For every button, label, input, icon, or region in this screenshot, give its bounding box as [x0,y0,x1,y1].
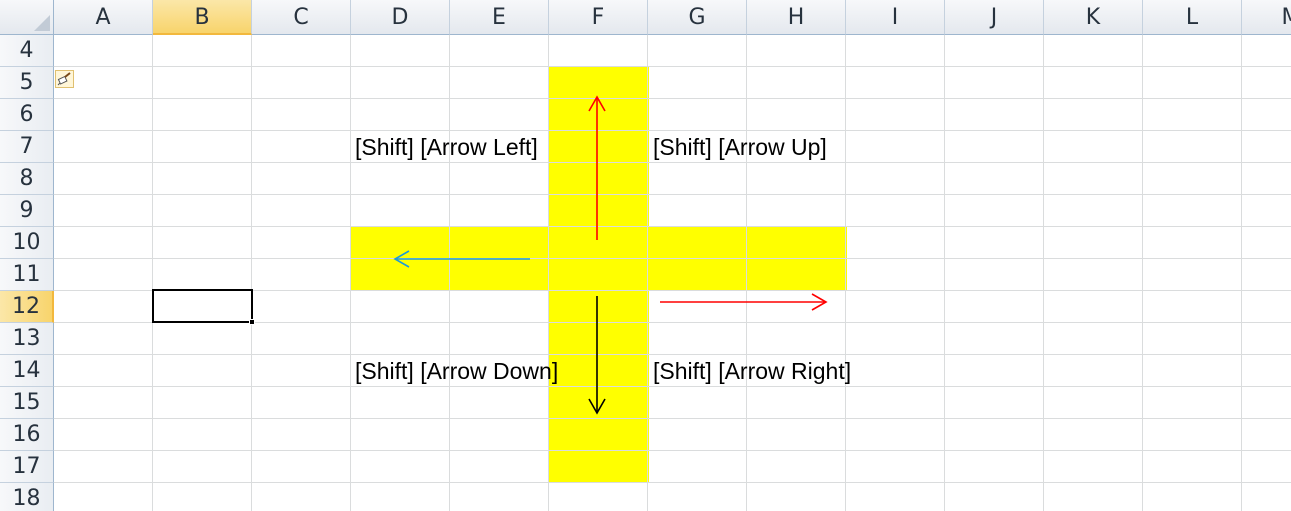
gridline-horizontal [54,322,1291,323]
column-header-g[interactable]: G [648,0,747,35]
gridline-horizontal [54,386,1291,387]
gridline-vertical [152,35,153,511]
gridline-vertical [350,35,351,511]
row-header-10[interactable]: 10 [0,227,54,259]
gridline-horizontal [54,450,1291,451]
column-header-m[interactable]: M [1242,0,1291,35]
row-header-17[interactable]: 17 [0,451,54,483]
column-header-a[interactable]: A [54,0,153,35]
column-header-e[interactable]: E [450,0,549,35]
row-header-6[interactable]: 6 [0,99,54,131]
gridline-horizontal [54,226,1291,227]
gridline-vertical [1142,35,1143,511]
gridline-vertical [1043,35,1044,511]
arrow-left-icon [393,250,530,268]
gridline-horizontal [54,418,1291,419]
row-header-4[interactable]: 4 [0,35,54,67]
label-shift-arrow-left: [Shift] [Arrow Left] [355,134,538,160]
column-header-i[interactable]: I [846,0,945,35]
row-header-18[interactable]: 18 [0,483,54,511]
gridline-horizontal [54,482,1291,483]
gridline-vertical [944,35,945,511]
row-header-11[interactable]: 11 [0,259,54,291]
select-all-button[interactable] [0,0,54,35]
gridline-horizontal [54,162,1291,163]
row-header-8[interactable]: 8 [0,163,54,195]
gridline-horizontal [54,194,1291,195]
active-cell-b12[interactable] [152,289,253,323]
paste-options-icon[interactable] [55,70,74,88]
gridline-horizontal [54,66,1291,67]
column-header-c[interactable]: C [252,0,351,35]
arrow-right-icon [660,293,828,311]
gridline-vertical [647,35,648,511]
column-header-h[interactable]: H [747,0,846,35]
row-header-16[interactable]: 16 [0,419,54,451]
gridline-horizontal [54,290,1291,291]
gridline-horizontal [54,258,1291,259]
gridline-vertical [449,35,450,511]
column-header-j[interactable]: J [945,0,1044,35]
column-header-b[interactable]: B [153,0,252,35]
fill-handle[interactable] [249,319,255,325]
label-shift-arrow-up: [Shift] [Arrow Up] [653,134,827,160]
row-header-13[interactable]: 13 [0,323,54,355]
column-header-l[interactable]: L [1143,0,1242,35]
gridline-vertical [845,35,846,511]
row-header-14[interactable]: 14 [0,355,54,387]
paintbrush-icon [57,72,71,86]
row-header-9[interactable]: 9 [0,195,54,227]
gridline-vertical [251,35,252,511]
row-header-12[interactable]: 12 [0,291,54,323]
column-header-k[interactable]: K [1044,0,1143,35]
row-header-15[interactable]: 15 [0,387,54,419]
row-header-5[interactable]: 5 [0,67,54,99]
select-all-triangle-icon [34,15,50,31]
gridline-horizontal [54,130,1291,131]
column-header-d[interactable]: D [351,0,450,35]
label-shift-arrow-down: [Shift] [Arrow Down] [355,358,559,384]
arrow-down-icon [588,296,606,415]
gridline-vertical [548,35,549,511]
gridline-vertical [746,35,747,511]
row-header-7[interactable]: 7 [0,131,54,163]
gridline-horizontal [54,98,1291,99]
arrow-up-icon [588,95,606,240]
gridline-horizontal [54,354,1291,355]
gridline-vertical [1241,35,1242,511]
column-header-f[interactable]: F [549,0,648,35]
label-shift-arrow-right: [Shift] [Arrow Right] [653,358,852,384]
